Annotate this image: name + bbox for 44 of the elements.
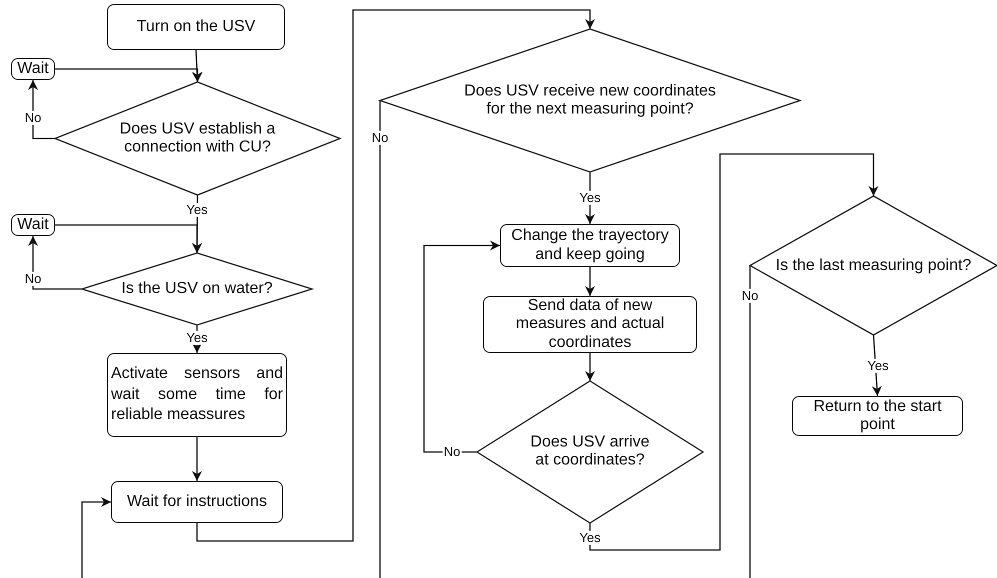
node-text: Wait [17, 216, 49, 234]
node-text: Change the trayectory and keep going [510, 227, 670, 264]
edge-label: Yes [185, 202, 209, 218]
node-text: Send data of new measures and actual coordinates [514, 296, 666, 352]
edge-label: No [370, 130, 390, 146]
edge-label: No [740, 288, 760, 304]
connector-arrow [585, 172, 595, 224]
process-box [11, 58, 55, 80]
process-box [107, 353, 287, 437]
connector-arrow [589, 153, 878, 551]
connector-arrow [196, 9, 595, 542]
connector-arrow [192, 437, 202, 481]
edge-label: No [24, 272, 42, 286]
node-text: Does USV establish a connection with CU? [118, 120, 276, 157]
node-text: Wait for instructions [127, 492, 267, 512]
process-box [11, 214, 55, 236]
connector-arrow [872, 334, 882, 396]
connector-arrow [28, 236, 82, 290]
connector-arrow [81, 497, 111, 578]
node-text: Turn on the USV [136, 18, 256, 36]
connector-arrow [585, 267, 595, 296]
connector-arrow [55, 68, 202, 82]
connector-arrow [423, 240, 500, 453]
node-text: Does USV arrive at coordinates? [529, 434, 651, 470]
process-box [792, 396, 963, 436]
process-box [500, 224, 680, 267]
node-text: Does USV receive new coordinates for the next measuring point? [463, 82, 717, 119]
node-text: Wait [17, 60, 49, 78]
node-text: Return to the start point [812, 398, 943, 434]
edge-label: Yes [578, 190, 602, 206]
edge-label: No [24, 110, 42, 126]
process-box [111, 481, 283, 523]
edge-label: Yes [866, 358, 890, 374]
node-text: Activate sensors and wait some time for reliable meassures [111, 364, 283, 426]
process-box [107, 4, 285, 50]
connector-arrow [585, 353, 595, 381]
node-text: Is the USV on water? [120, 280, 274, 298]
edge-label: Yes [578, 530, 602, 546]
connector-arrow [192, 50, 202, 82]
connector-arrow [55, 224, 202, 253]
node-text: Is the last measuring point? [774, 256, 972, 275]
edge-label: Yes [185, 330, 209, 346]
edge-label: No [442, 444, 462, 460]
process-box [483, 296, 697, 353]
